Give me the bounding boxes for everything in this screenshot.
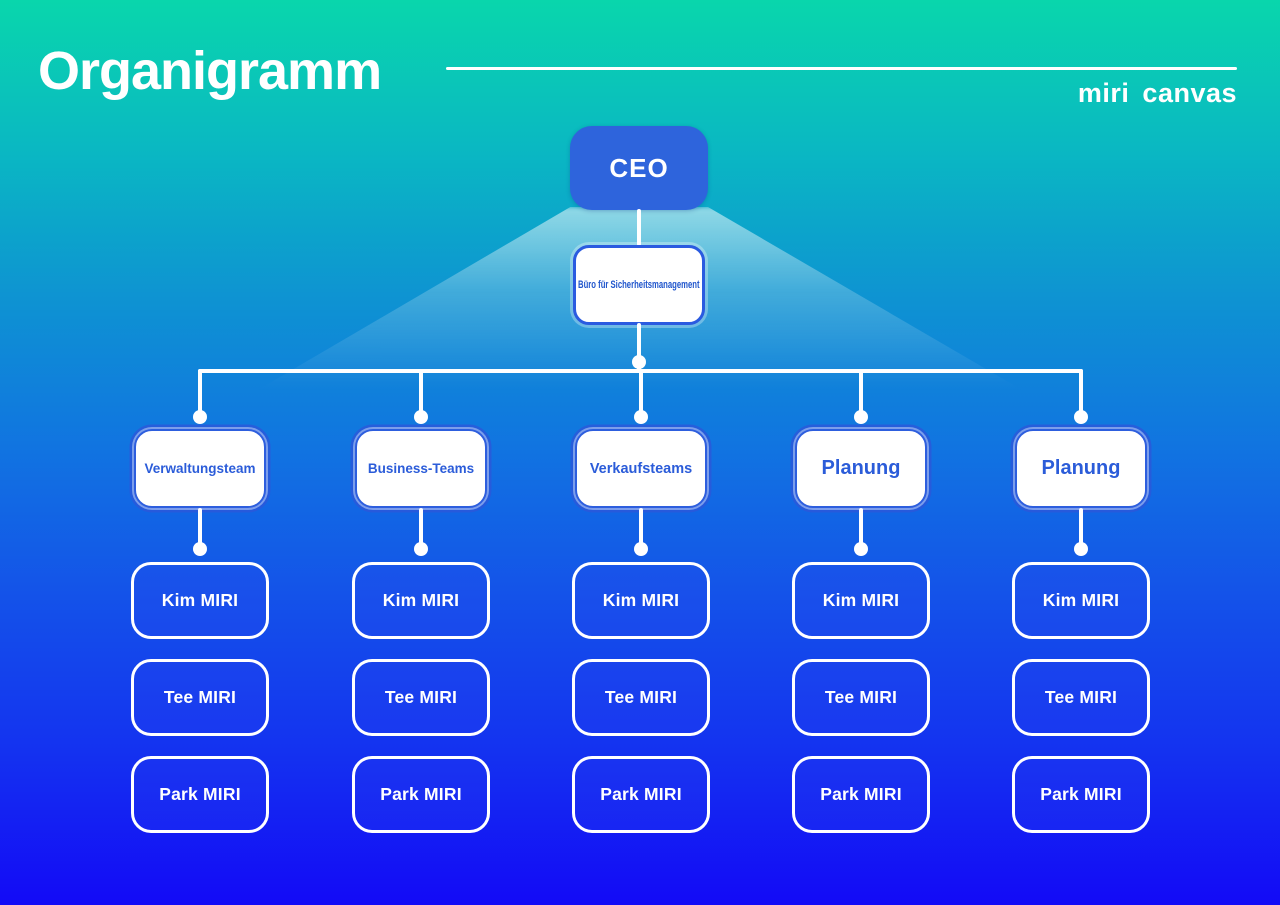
member-node: Kim MIRI <box>352 562 490 639</box>
connector-line <box>198 369 202 417</box>
connector-dot <box>632 355 646 369</box>
ceo-node: CEO <box>570 126 708 210</box>
department-column: Verkaufsteams Kim MIRI Tee MIRI Park MIR… <box>572 369 710 834</box>
department-node: Planung <box>795 429 927 508</box>
department-column: Planung Kim MIRI Tee MIRI Park MIRI <box>792 369 930 834</box>
member-node: Kim MIRI <box>1012 562 1150 639</box>
member-node: Park MIRI <box>352 756 490 833</box>
connector-line <box>639 369 643 417</box>
member-label: Tee MIRI <box>604 687 678 707</box>
connector-dot <box>193 410 207 424</box>
connector-line <box>419 508 423 549</box>
member-label: Kim MIRI <box>822 590 900 610</box>
department-column: Business-Teams Kim MIRI Tee MIRI Park MI… <box>352 369 490 834</box>
member-label: Tee MIRI <box>384 687 458 707</box>
connector-line <box>637 209 641 246</box>
connector-line <box>637 323 641 371</box>
connector-line <box>859 508 863 549</box>
member-node: Park MIRI <box>131 756 269 833</box>
member-node: Kim MIRI <box>131 562 269 639</box>
connector-dot <box>414 542 428 556</box>
member-node: Tee MIRI <box>792 659 930 736</box>
member-label: Park MIRI <box>1040 784 1122 804</box>
connector-line <box>639 508 643 549</box>
page-title: Organigramm <box>38 41 382 101</box>
department-label: Verkaufsteams <box>589 460 693 477</box>
connector-dot <box>193 542 207 556</box>
member-node: Park MIRI <box>792 756 930 833</box>
connector-line <box>1079 508 1083 549</box>
department-column: Planung Kim MIRI Tee MIRI Park MIRI <box>1012 369 1150 834</box>
department-label: Planung <box>821 457 901 479</box>
department-column: Verwaltungsteam Kim MIRI Tee MIRI Park M… <box>131 369 269 834</box>
ceo-label: CEO <box>609 152 669 183</box>
member-node: Park MIRI <box>1012 756 1150 833</box>
department-node: Verkaufsteams <box>575 429 707 508</box>
member-node: Tee MIRI <box>572 659 710 736</box>
department-node: Planung <box>1015 429 1147 508</box>
connector-dot <box>1074 410 1088 424</box>
brand-logo: miri canvas <box>1077 78 1237 108</box>
member-label: Tee MIRI <box>1044 687 1118 707</box>
member-label: Kim MIRI <box>1042 590 1120 610</box>
connector-dot <box>854 410 868 424</box>
member-label: Kim MIRI <box>602 590 680 610</box>
member-node: Tee MIRI <box>131 659 269 736</box>
member-label: Kim MIRI <box>161 590 239 610</box>
member-node: Kim MIRI <box>792 562 930 639</box>
connector-dot <box>634 542 648 556</box>
department-label: Planung <box>1041 457 1121 479</box>
staff-label: Büro für Sicherheitsmanagement <box>578 279 700 291</box>
department-label: Verwaltungsteam <box>144 461 256 476</box>
member-label: Park MIRI <box>600 784 682 804</box>
title-rule-line <box>446 67 1237 70</box>
connector-dot <box>1074 542 1088 556</box>
department-node: Business-Teams <box>355 429 487 508</box>
member-node: Park MIRI <box>572 756 710 833</box>
connector-dot <box>634 410 648 424</box>
member-node: Tee MIRI <box>1012 659 1150 736</box>
department-label: Business-Teams <box>367 461 475 476</box>
member-node: Tee MIRI <box>352 659 490 736</box>
connector-line <box>419 369 423 417</box>
member-label: Park MIRI <box>380 784 462 804</box>
connector-line <box>198 508 202 549</box>
connector-line <box>859 369 863 417</box>
staff-node: Büro für Sicherheitsmanagement <box>573 245 705 325</box>
member-label: Park MIRI <box>159 784 241 804</box>
connector-line <box>1079 369 1083 417</box>
department-node: Verwaltungsteam <box>134 429 266 508</box>
member-label: Tee MIRI <box>824 687 898 707</box>
member-label: Kim MIRI <box>382 590 460 610</box>
member-node: Kim MIRI <box>572 562 710 639</box>
connector-dot <box>854 542 868 556</box>
member-label: Tee MIRI <box>163 687 237 707</box>
member-label: Park MIRI <box>820 784 902 804</box>
connector-dot <box>414 410 428 424</box>
